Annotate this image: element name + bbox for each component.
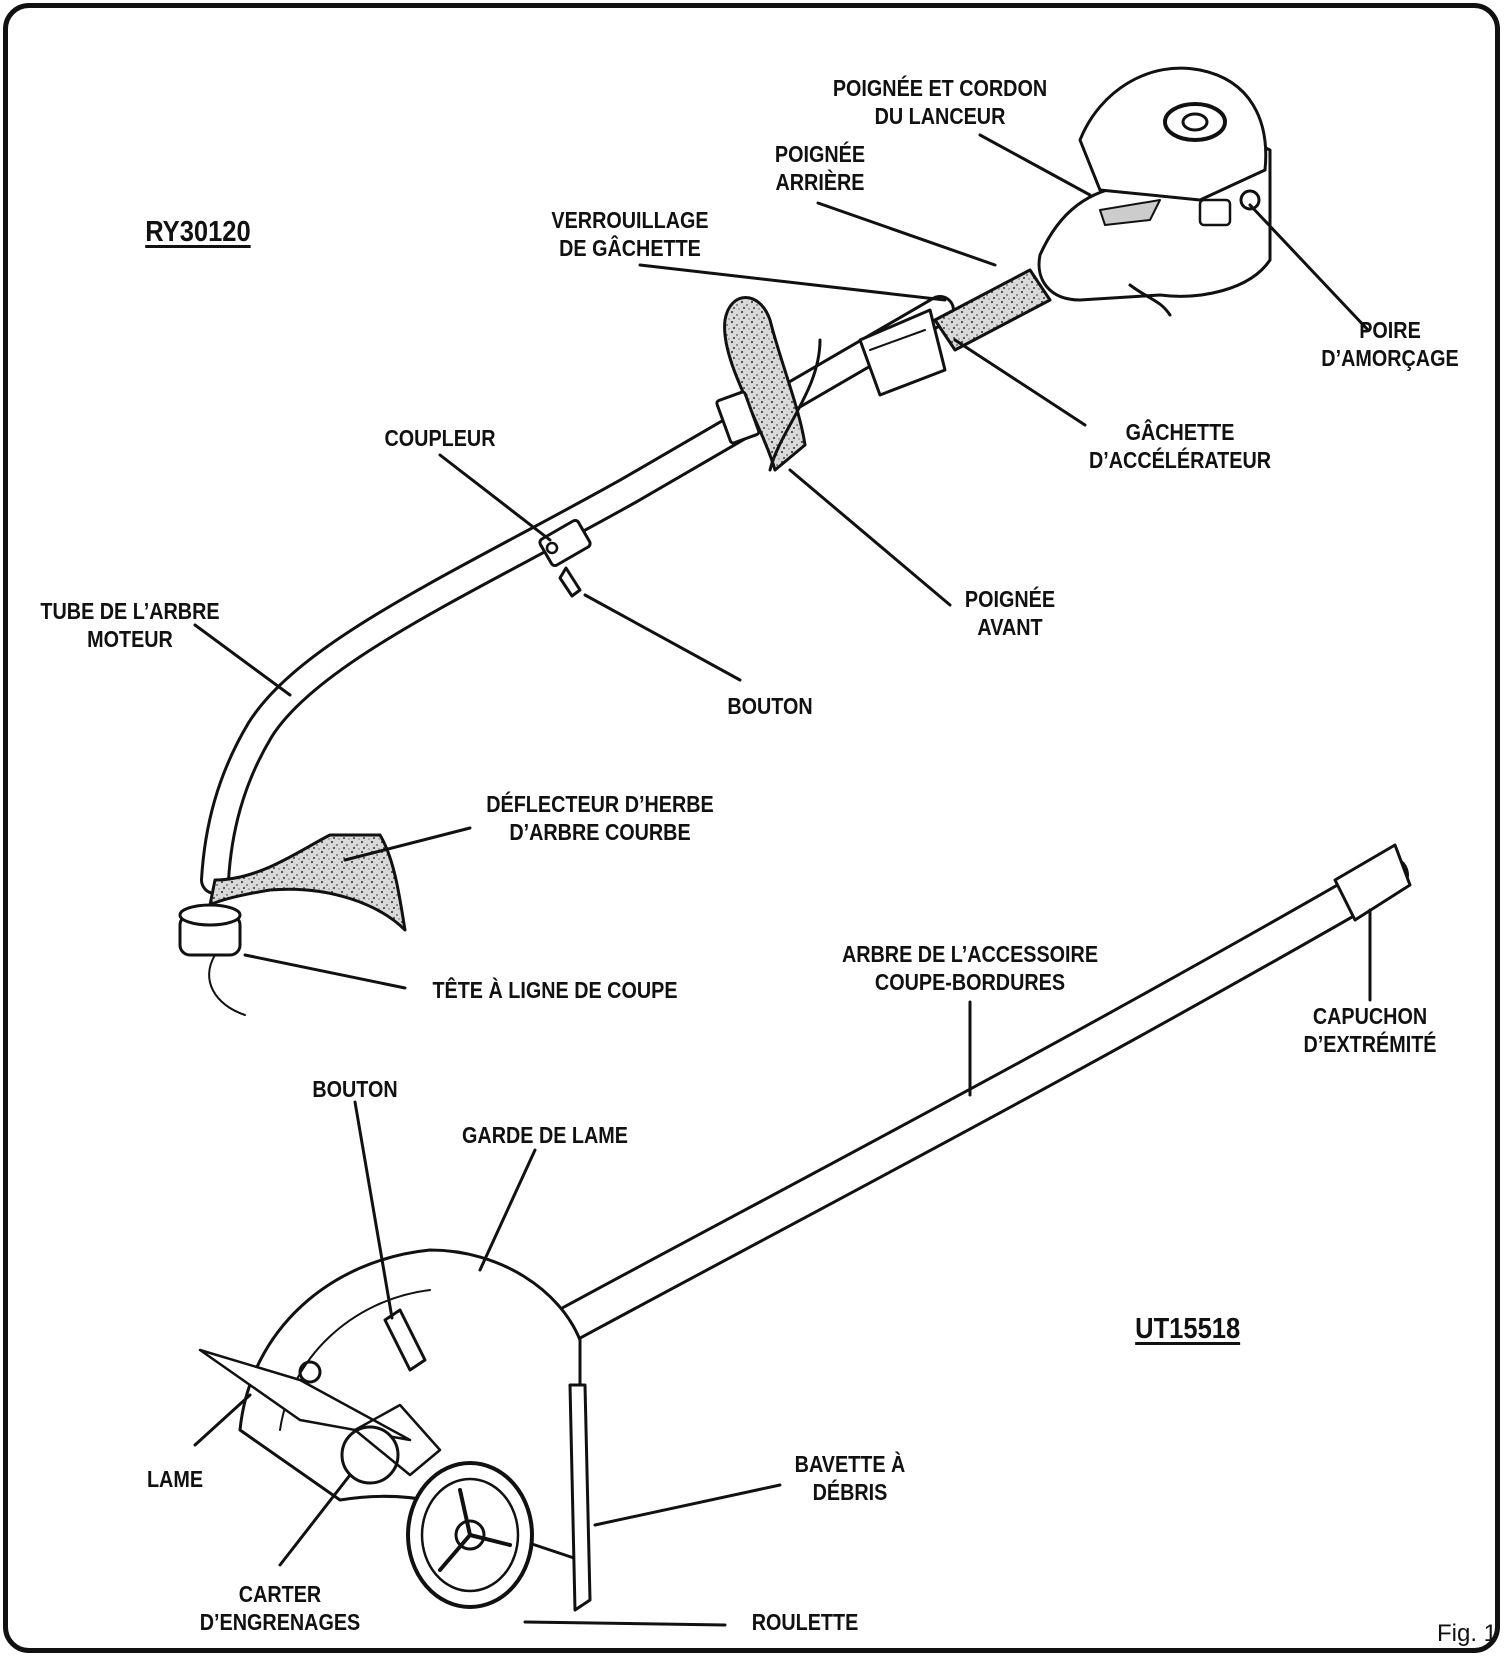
- leader-throttle: [953, 338, 1087, 427]
- edger-knob: [383, 1308, 427, 1372]
- edger-illustration: [198, 843, 1412, 1612]
- label-wheel: ROULETTE: [751, 1609, 859, 1635]
- label-blade: LAME: [146, 1466, 204, 1492]
- throttle-housing: [858, 308, 947, 397]
- grass-deflector: [208, 833, 407, 932]
- figure-frame: [3, 3, 1500, 1653]
- label-blade-guard: GARDE DE LAME: [462, 1122, 628, 1148]
- blade: [198, 1348, 412, 1442]
- label-knob-edger: BOUTON: [312, 1076, 398, 1102]
- leader-coupler: [438, 453, 552, 542]
- label-knob-trimmer: BOUTON: [727, 693, 813, 719]
- leader-knob-edger: [353, 1100, 394, 1320]
- leader-primer: [1248, 203, 1370, 332]
- leader-debris-flap: [593, 1483, 782, 1527]
- end-cap: [1333, 843, 1412, 922]
- trimmer-model-number: RY30120: [145, 216, 251, 248]
- leader-deflector: [343, 826, 472, 862]
- knob: [558, 566, 582, 598]
- leader-blade-guard: [478, 1148, 537, 1272]
- leader-front-handle: [788, 468, 952, 607]
- primer-bulb-shape: [1239, 189, 1261, 211]
- label-cutting-head: TÊTE À LIGNE DE COUPE: [432, 977, 678, 1003]
- leader-gear-housing: [278, 1473, 352, 1567]
- trimmer-illustration: [178, 66, 1272, 1016]
- leader-starter: [978, 133, 1092, 197]
- debris-flap: [568, 1383, 592, 1612]
- leader-drive-shaft: [193, 623, 292, 697]
- label-coupler: COUPLEUR: [384, 425, 496, 451]
- leader-wheel: [523, 1620, 727, 1627]
- coupler: [538, 518, 592, 568]
- edger-model-number: UT15518: [1135, 1313, 1241, 1345]
- figure-number: Fig. 1: [1437, 1620, 1498, 1647]
- leader-cutting-head: [243, 953, 407, 990]
- leader-lines: [193, 133, 1372, 1627]
- starter-grip: [1163, 102, 1227, 142]
- trimmer-line: [208, 954, 246, 1016]
- rear-grip: [933, 268, 1052, 352]
- leader-blade: [193, 1393, 252, 1447]
- leader-knob-trimmer: [583, 593, 742, 682]
- leader-trigger-lockout: [638, 263, 947, 302]
- gear-housing-shape: [340, 1425, 400, 1485]
- leader-rear-handle: [816, 201, 997, 267]
